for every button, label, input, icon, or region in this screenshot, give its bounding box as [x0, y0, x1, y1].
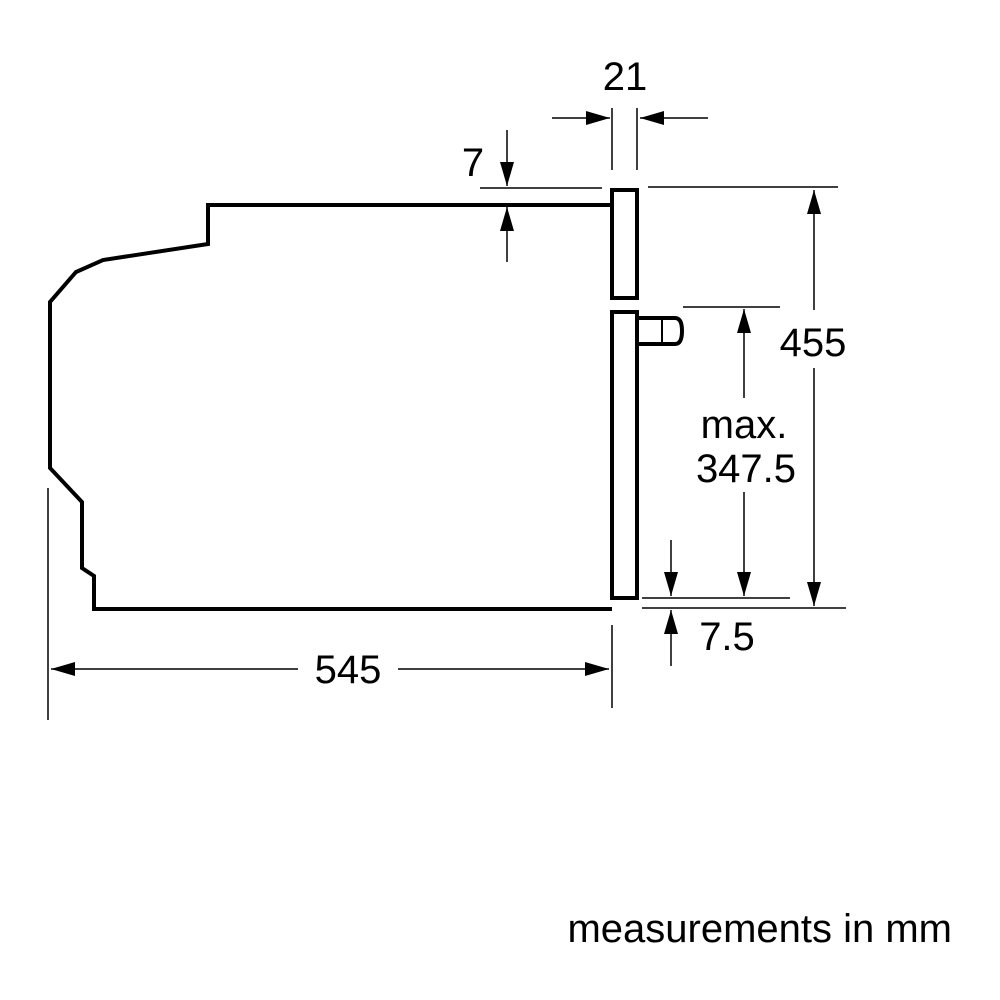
appliance-body-outline [48, 203, 612, 611]
dim-total-height: 455 [780, 321, 847, 365]
front-panel-door [610, 310, 639, 600]
front-panel-upper [610, 188, 639, 300]
dim-max-value: 347.5 [696, 447, 796, 491]
units-note: measurements in mm [567, 907, 952, 951]
dim-depth: 545 [315, 648, 382, 692]
door-handle [637, 316, 685, 346]
dim-front-thickness: 21 [603, 55, 648, 99]
dim-max-label: max. [701, 403, 788, 447]
dim-top-step: 7 [462, 141, 484, 185]
dim-bottom-offset: 7.5 [699, 615, 755, 659]
